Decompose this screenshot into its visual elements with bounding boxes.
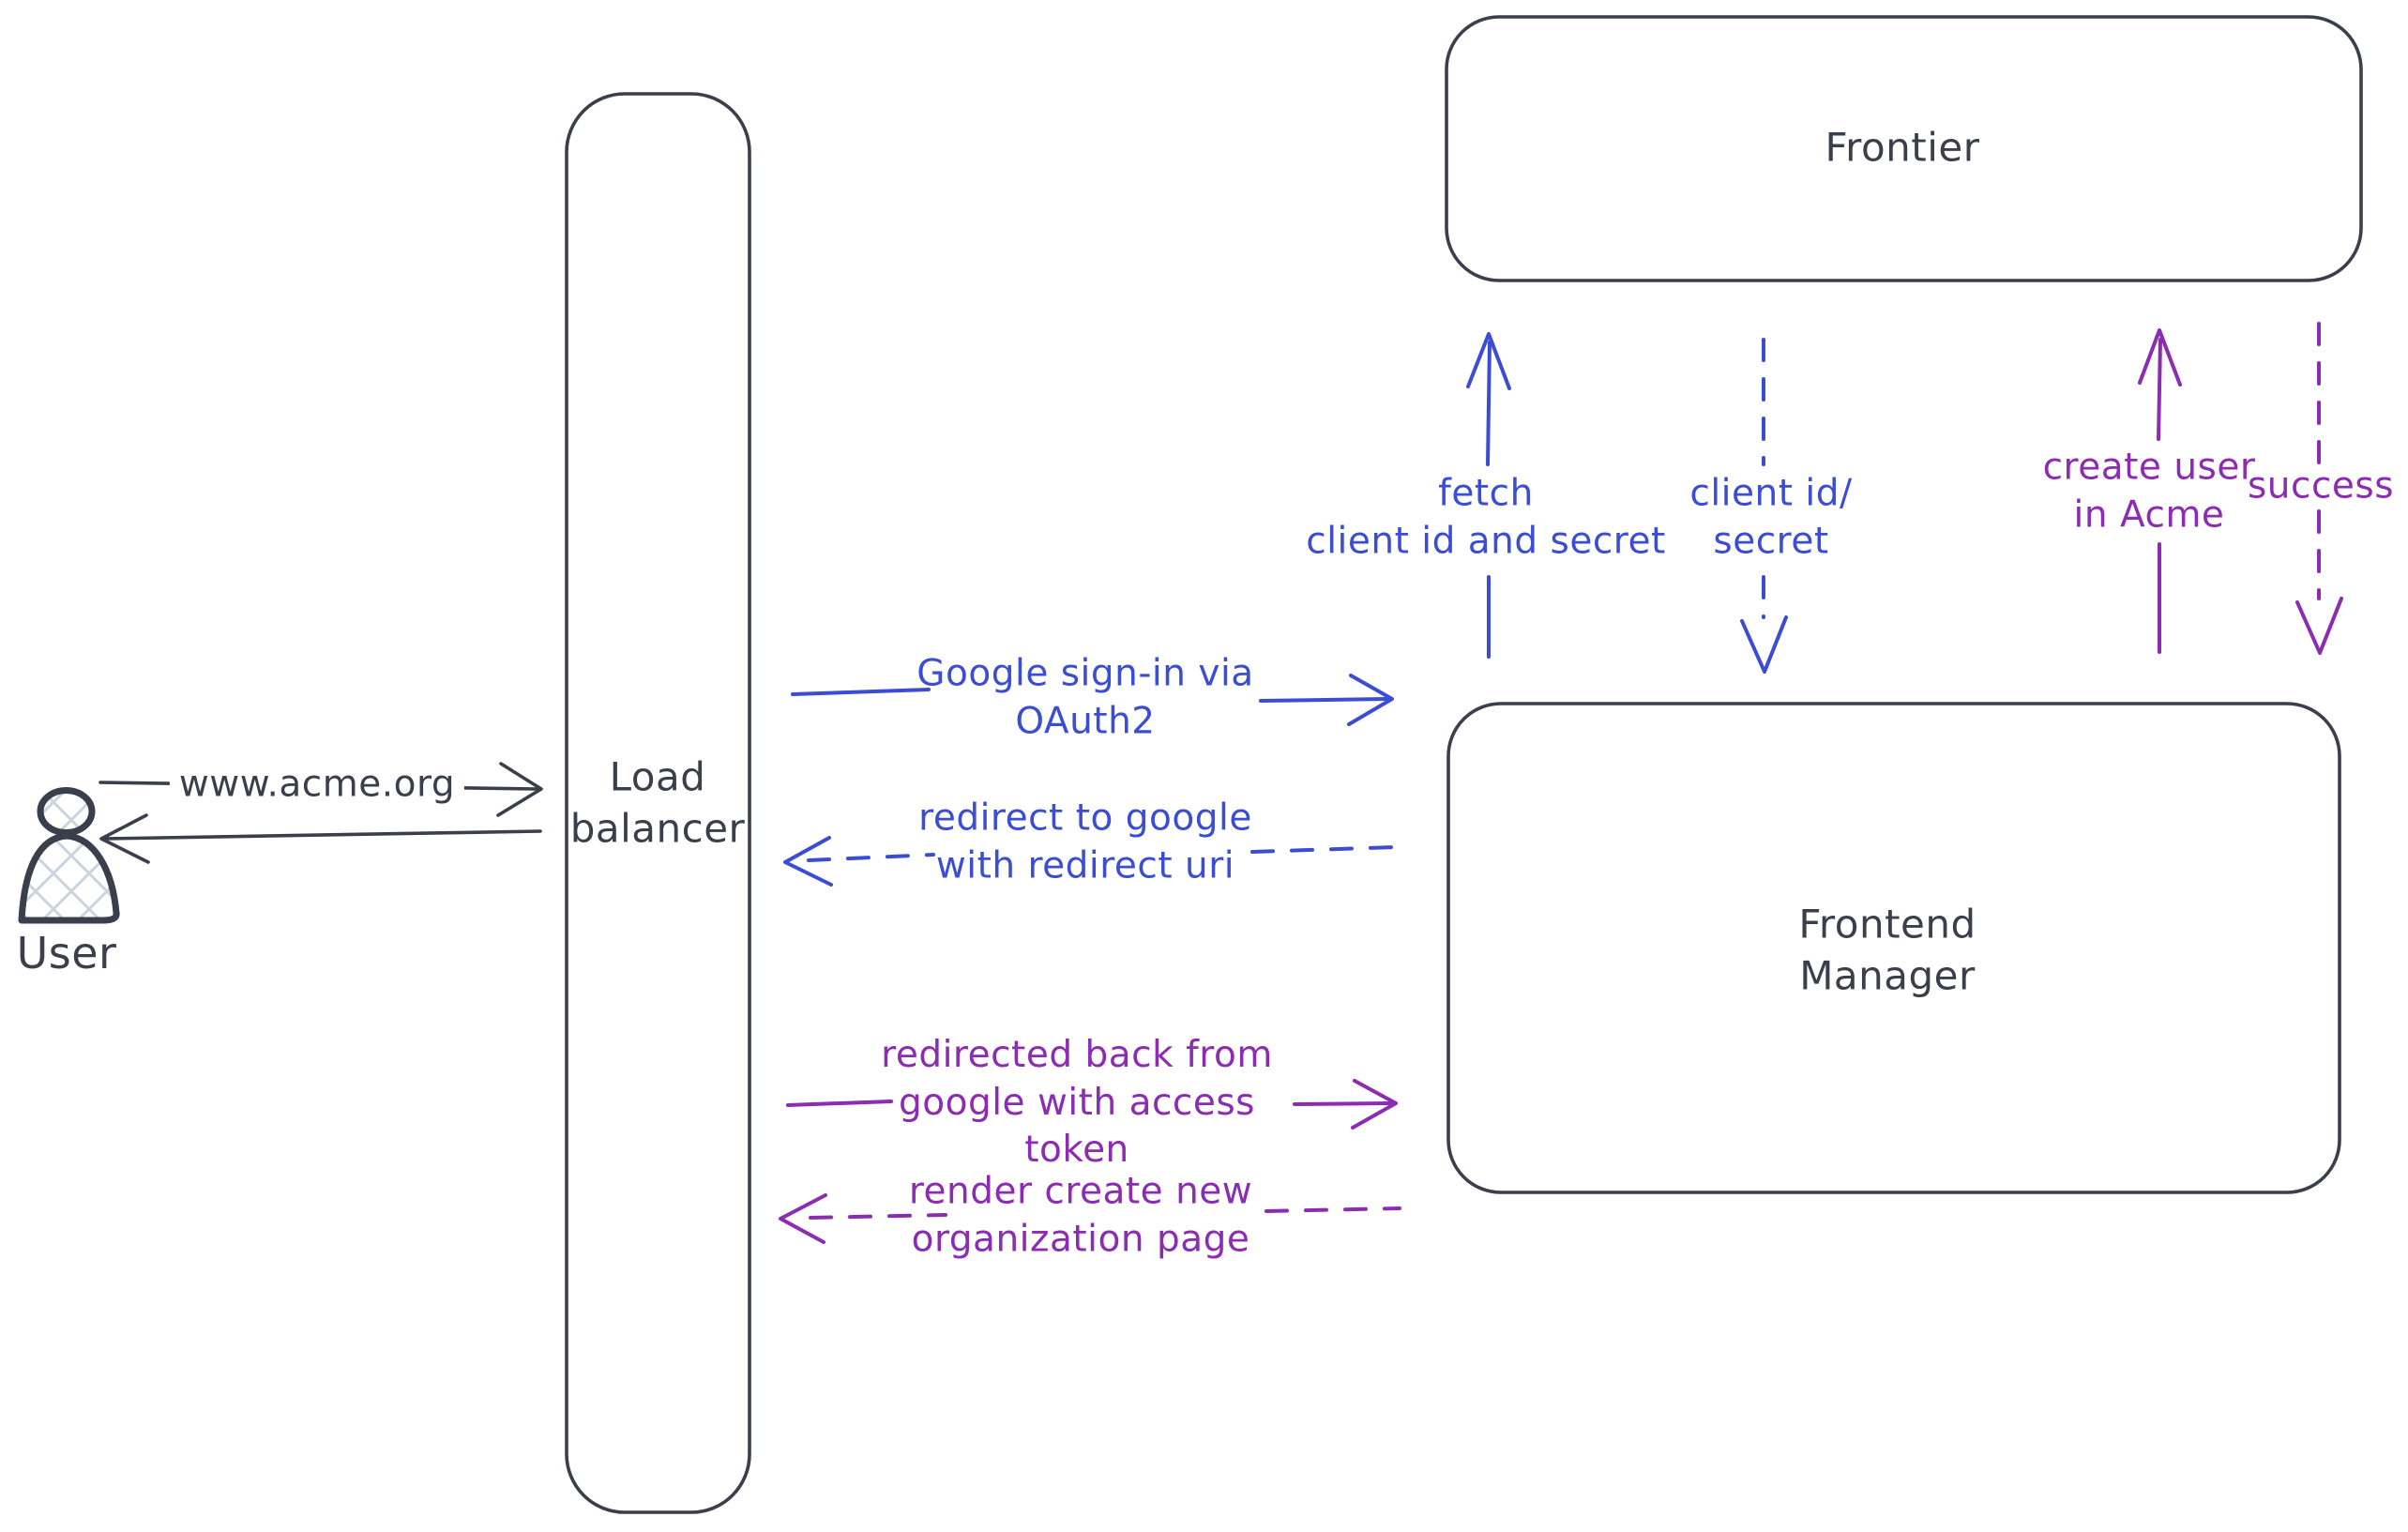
- user-icon: [18, 787, 120, 924]
- redirect-to-google-label: redirect to google with redirect uri: [918, 796, 1252, 887]
- arrowhead-right-icon: [496, 762, 543, 817]
- fetch-client-id-label: fetch client id and secret: [1306, 472, 1666, 562]
- create-user-label: create user in Acme: [2042, 446, 2256, 536]
- client-id-secret-label: client id/ secret: [1689, 472, 1853, 562]
- arrowhead-right-icon: [1347, 674, 1394, 726]
- frontend-manager-label: Frontend Manager: [1798, 901, 1976, 998]
- arrow-client-id-secret: [1740, 338, 1788, 674]
- load-balancer-box: [565, 92, 751, 1514]
- arrow-redirected-back: [786, 1079, 1398, 1130]
- frontier-box: [1445, 15, 2363, 282]
- arrowhead-up-icon: [1466, 332, 1511, 390]
- arrowhead-down-icon: [1740, 615, 1788, 674]
- success-label: success: [2247, 464, 2395, 508]
- frontier-label: Frontier: [1825, 124, 1980, 171]
- arrowhead-up-icon: [2138, 328, 2182, 387]
- arrowhead-left-icon: [783, 836, 833, 887]
- arrow-fetch-client-id: [1466, 332, 1511, 659]
- arrow-google-signin: [791, 674, 1394, 726]
- arrowhead-right-icon: [1351, 1079, 1398, 1130]
- frontend-manager-box: [1446, 702, 2341, 1194]
- redirected-back-label: redirected back from google with access …: [881, 1033, 1273, 1172]
- user-head-icon: [37, 787, 96, 836]
- www-request-label: www.acme.org: [169, 759, 465, 812]
- arrow-redirect-to-google: [783, 836, 1397, 887]
- arrow-success: [2295, 322, 2343, 655]
- user-body-icon: [18, 832, 120, 924]
- render-org-page-label: render create new organization page: [908, 1170, 1253, 1260]
- arrowhead-down-icon: [2295, 597, 2343, 655]
- arrow-render-org-page: [779, 1193, 1401, 1244]
- arrow-create-user: [2138, 328, 2182, 654]
- user-label: User: [16, 928, 117, 979]
- arrowhead-left-icon: [99, 813, 150, 864]
- google-signin-label: Google sign-in via OAuth2: [916, 652, 1254, 742]
- load-balancer-label: Load balancer: [569, 753, 746, 851]
- arrowhead-left-icon: [779, 1193, 827, 1244]
- arrow-response-to-user: [99, 813, 542, 864]
